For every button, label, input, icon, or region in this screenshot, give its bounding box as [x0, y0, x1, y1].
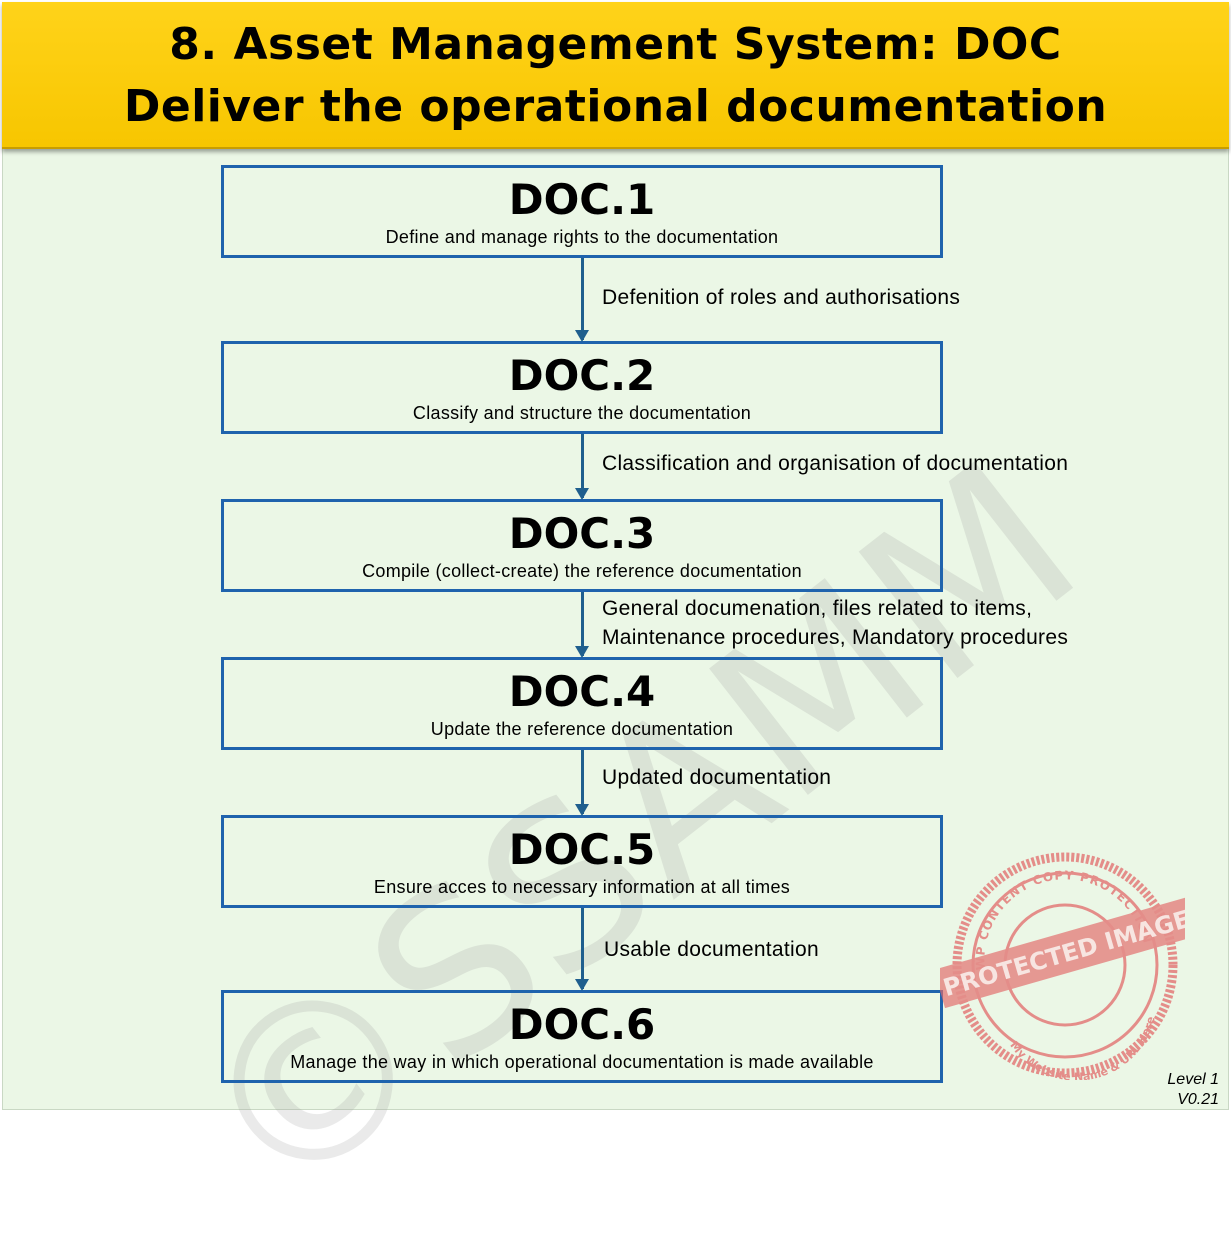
step-description: Define and manage rights to the document…: [385, 227, 779, 247]
flow-label-3a: General documenation, files related to i…: [602, 597, 1033, 620]
step-code: DOC.5: [508, 825, 656, 874]
step-box-doc6: DOC.6 Manage the way in which operationa…: [221, 990, 943, 1083]
step-code: DOC.6: [508, 1000, 656, 1049]
flow-arrow-4: [575, 750, 589, 816]
step-code: DOC.4: [508, 667, 656, 716]
title-line-2: Deliver the operational documentation: [123, 81, 1108, 132]
footer-meta: Level 1 V0.21: [1167, 1070, 1219, 1110]
version-label: V0.21: [1177, 1091, 1219, 1108]
step-code: DOC.2: [508, 351, 656, 400]
diagram-canvas: [2, 2, 1229, 1110]
flow-arrow-5: [575, 908, 589, 991]
step-description: Classify and structure the documentation: [412, 403, 752, 423]
step-description: Compile (collect-create) the reference d…: [362, 561, 802, 581]
step-box-doc2: DOC.2 Classify and structure the documen…: [221, 341, 943, 434]
protected-image-stamp: WP CONTENT COPY PROTECTION PLUGIN PROTEC…: [940, 845, 1185, 1080]
step-code: DOC.1: [508, 175, 656, 224]
title-banner: 8. Asset Management System: DOC Deliver …: [2, 2, 1229, 149]
flow-arrow-3: [575, 592, 589, 658]
level-label: Level 1: [1167, 1071, 1219, 1088]
flow-arrow-2: [575, 434, 589, 500]
flow-arrow-1: [575, 258, 589, 342]
step-box-doc1: DOC.1 Define and manage rights to the do…: [221, 165, 943, 258]
flow-label-4: Updated documentation: [602, 766, 832, 789]
step-description: Update the reference documentation: [430, 719, 734, 739]
step-box-doc5: DOC.5 Ensure acces to necessary informat…: [221, 815, 943, 908]
step-box-doc4: DOC.4 Update the reference documentation: [221, 657, 943, 750]
flow-label-5: Usable documentation: [604, 938, 819, 961]
flow-label-3b: Maintenance procedures, Mandatory proced…: [602, 626, 1069, 649]
step-box-doc3: DOC.3 Compile (collect-create) the refer…: [221, 499, 943, 592]
flow-label-2: Classification and organisation of docum…: [602, 452, 1069, 475]
step-code: DOC.3: [508, 509, 656, 558]
step-description: Manage the way in which operational docu…: [290, 1052, 874, 1072]
step-description: Ensure acces to necessary information at…: [373, 877, 791, 897]
flow-label-1: Defenition of roles and authorisations: [602, 286, 961, 309]
title-line-1: 8. Asset Management System: DOC: [169, 19, 1062, 70]
